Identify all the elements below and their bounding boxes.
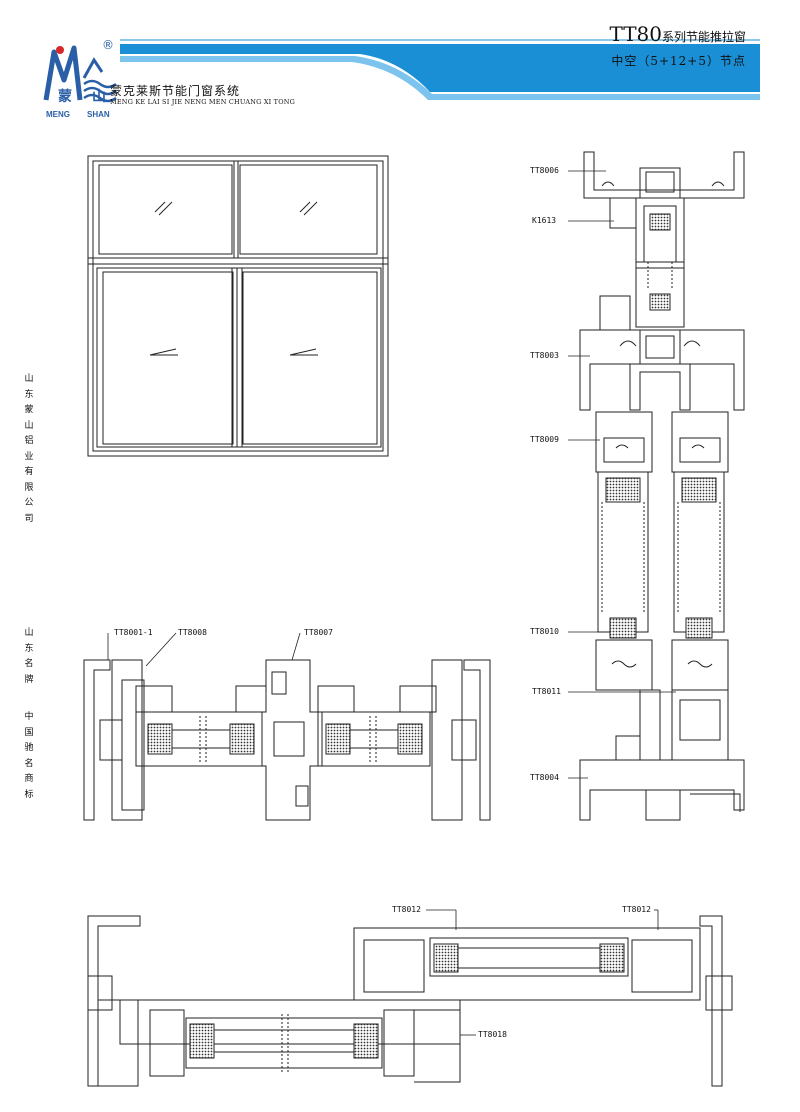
logo-meng: MENG: [46, 110, 70, 119]
logo-shan: SHAN: [87, 110, 110, 119]
label-tt8008: TT8008: [178, 628, 207, 637]
label-tt8001-1: TT8001-1: [114, 628, 153, 637]
logo-mark-icon: [43, 45, 117, 103]
side-company-text: 山东蒙山铝业有限公司: [24, 374, 34, 524]
label-tt8007: TT8007: [304, 628, 333, 637]
page-subtitle: 中空（5+12+5）节点: [611, 54, 746, 68]
label-tt8011: TT8011: [532, 687, 561, 696]
logo: [40, 40, 120, 112]
label-tt8012-right: TT8012: [622, 905, 651, 914]
title-main: TT80: [609, 22, 662, 46]
label-tt8018: TT8018: [478, 1030, 507, 1039]
label-tt8009: TT8009: [530, 435, 559, 444]
page-title: TT80系列节能推拉窗: [609, 22, 746, 46]
label-tt8006: TT8006: [530, 166, 559, 175]
label-tt8010: TT8010: [530, 627, 559, 636]
registered-mark: ®: [102, 38, 114, 52]
logo-char-right: 山: [92, 89, 106, 105]
side-slogan-a: 山东名牌: [24, 628, 34, 685]
side-slogan-b: 中国驰名商标: [24, 712, 34, 800]
brand-en: MENG KE LAI SI JIE NENG MEN CHUANG XI TO…: [110, 98, 296, 106]
title-series: 系列节能推拉窗: [661, 30, 746, 44]
label-tt8004: TT8004: [530, 773, 559, 782]
label-tt8003: TT8003: [530, 351, 559, 360]
brand-cn: 蒙克莱斯节能门窗系统: [110, 84, 241, 98]
logo-char-left: 蒙: [58, 89, 72, 105]
label-tt8012-left: TT8012: [392, 905, 421, 914]
label-k1613: K1613: [532, 216, 557, 225]
